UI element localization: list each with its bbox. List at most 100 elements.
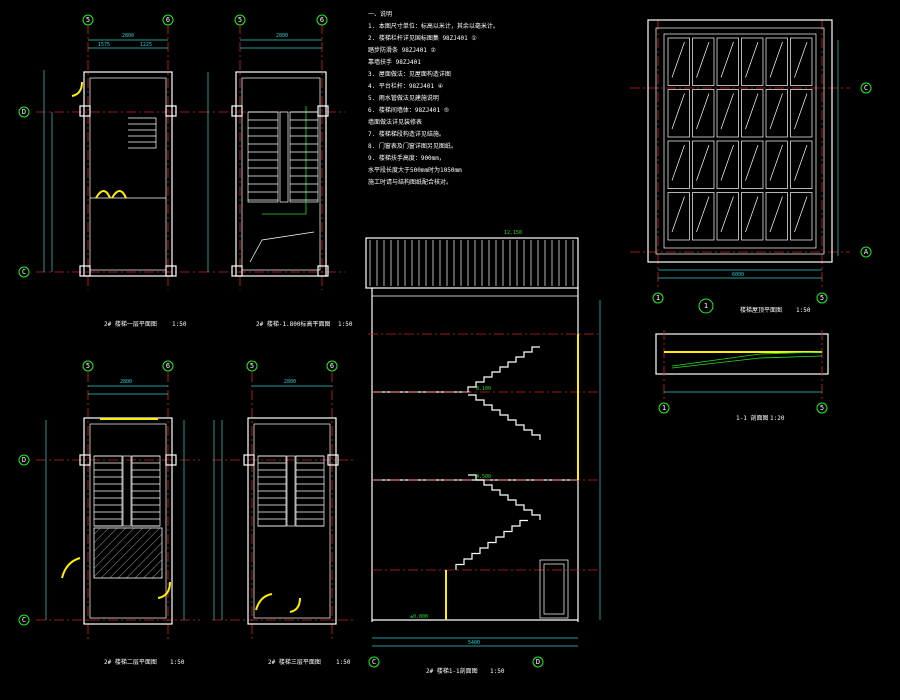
roof-tile bbox=[790, 89, 813, 138]
elevation-text: 12.150 bbox=[504, 230, 522, 236]
axis-label: 6 bbox=[166, 362, 170, 370]
roof-tile-slope bbox=[745, 41, 759, 78]
roof-tile-slope bbox=[671, 93, 685, 130]
axis-label: A bbox=[864, 248, 869, 256]
axis-label: 1 bbox=[656, 294, 660, 302]
roof-tile bbox=[765, 89, 788, 138]
note-line: 踏步防滑条 98ZJ401 ② bbox=[368, 46, 436, 54]
roof-tile-slope bbox=[745, 196, 759, 233]
note-line: 一、说明 bbox=[368, 10, 392, 18]
axis-label: 6 bbox=[330, 362, 334, 370]
roof-tile bbox=[741, 140, 764, 189]
roof-tile bbox=[692, 89, 715, 138]
drawing-scale: 1:20 bbox=[770, 415, 785, 422]
roof-tile bbox=[667, 37, 690, 86]
axis-label: 5 bbox=[238, 16, 242, 24]
axis-label: D bbox=[22, 108, 26, 116]
roof-plan bbox=[630, 19, 850, 290]
drawing-title: 2# 楼梯一层平面图 bbox=[104, 320, 157, 328]
roof-tile bbox=[716, 192, 739, 241]
roof-tile-slope bbox=[696, 93, 710, 130]
note-line: 墙面做法详见装修表 bbox=[368, 118, 422, 126]
roof-tile-slope bbox=[769, 93, 783, 130]
stair-flight bbox=[455, 519, 528, 570]
axis-bubble bbox=[82, 360, 94, 372]
axis-label: 6 bbox=[166, 16, 170, 24]
note-line: 9. 楼梯扶手高度：900mm， bbox=[368, 154, 445, 162]
roof-tile-slope bbox=[794, 93, 808, 130]
roof-tile-slope bbox=[794, 144, 808, 181]
note-line: 6. 楼梯间墙体：98ZJ401 ⑤ bbox=[368, 106, 449, 114]
roof-tile bbox=[765, 140, 788, 189]
note-line: 4. 平台栏杆：98ZJ401 ④ bbox=[368, 82, 443, 90]
section-1-1 bbox=[365, 237, 601, 647]
roof-tile-slope bbox=[794, 196, 808, 233]
roof-tile-slope bbox=[720, 93, 734, 130]
detail-section-1-1 bbox=[655, 330, 829, 400]
axis-label: 5 bbox=[86, 16, 90, 24]
roof-tile-slope bbox=[769, 144, 783, 181]
drawing-title: 2# 楼梯1-1剖面图 bbox=[426, 667, 478, 675]
axis-bubble bbox=[18, 614, 30, 626]
axis-bubble bbox=[162, 360, 174, 372]
stair-flight bbox=[468, 394, 541, 440]
elevation-text: 8.100 bbox=[476, 386, 491, 392]
plan-minus-1800 bbox=[200, 24, 345, 290]
axis-bubble bbox=[532, 656, 544, 668]
axis-bubble bbox=[860, 82, 872, 94]
dimension-text: 2800 bbox=[122, 33, 134, 39]
axis-bubble bbox=[246, 360, 258, 372]
roof-tile bbox=[716, 37, 739, 86]
roof-tile-slope bbox=[720, 41, 734, 78]
drawing-scale: 1:50 bbox=[170, 659, 185, 666]
roof-tiles bbox=[667, 37, 813, 241]
axis-label: D bbox=[22, 456, 26, 464]
dimension-text: 1575 bbox=[98, 42, 110, 48]
elevation-text: ±0.000 bbox=[410, 614, 428, 620]
roof-tile-slope bbox=[671, 196, 685, 233]
note-line: 施工时请与结构图纸配合核对。 bbox=[368, 178, 452, 186]
roof-tile bbox=[741, 89, 764, 138]
axis-bubble bbox=[18, 266, 30, 278]
roof-tile-slope bbox=[745, 93, 759, 130]
axis-bubble bbox=[326, 360, 338, 372]
axis-bubble bbox=[234, 14, 246, 26]
dimension-text: 2800 bbox=[120, 379, 132, 385]
axis-label: 5 bbox=[820, 404, 824, 412]
axis-label: C bbox=[864, 84, 868, 92]
roof-tile bbox=[765, 192, 788, 241]
axis-label: C bbox=[22, 616, 26, 624]
plan-third-floor bbox=[212, 372, 356, 640]
drawing-title: 2# 楼梯-1.800标高平面图 bbox=[256, 320, 331, 328]
roof-tile-slope bbox=[769, 41, 783, 78]
roof-tile bbox=[716, 140, 739, 189]
roof-tile bbox=[790, 37, 813, 86]
roof-tile bbox=[692, 192, 715, 241]
axis-label: 5 bbox=[86, 362, 90, 370]
roof-tile bbox=[692, 37, 715, 86]
note-line: 8. 门窗表及门窗详图另见图纸。 bbox=[368, 142, 457, 150]
axis-bubble bbox=[18, 106, 30, 118]
drawing-title: 楼梯屋顶平面图 bbox=[740, 306, 782, 314]
roof-tile bbox=[790, 192, 813, 241]
detail-callout-label: 1 bbox=[704, 302, 708, 310]
drawing-title: 2# 楼梯二层平面图 bbox=[104, 658, 157, 666]
axis-bubble bbox=[652, 292, 664, 304]
roof-tile bbox=[667, 192, 690, 241]
roof-tile bbox=[667, 140, 690, 189]
axis-label: C bbox=[372, 658, 376, 666]
roof-tile-slope bbox=[720, 144, 734, 181]
plan3-treads bbox=[94, 455, 160, 527]
plan2-treads bbox=[248, 111, 318, 201]
roof-tile-slope bbox=[671, 144, 685, 181]
roof-tile bbox=[741, 192, 764, 241]
axis-label: 1 bbox=[662, 404, 666, 412]
axis-label: 5 bbox=[250, 362, 254, 370]
note-line: 5. 雨水管做法见建施说明 bbox=[368, 94, 439, 102]
elevation-text: 4.500 bbox=[476, 474, 491, 480]
roof-tile bbox=[716, 89, 739, 138]
drawing-scale: 1:50 bbox=[172, 321, 187, 328]
drawing-title: 1-1 剖面图 bbox=[736, 414, 768, 422]
roof-tile bbox=[741, 37, 764, 86]
